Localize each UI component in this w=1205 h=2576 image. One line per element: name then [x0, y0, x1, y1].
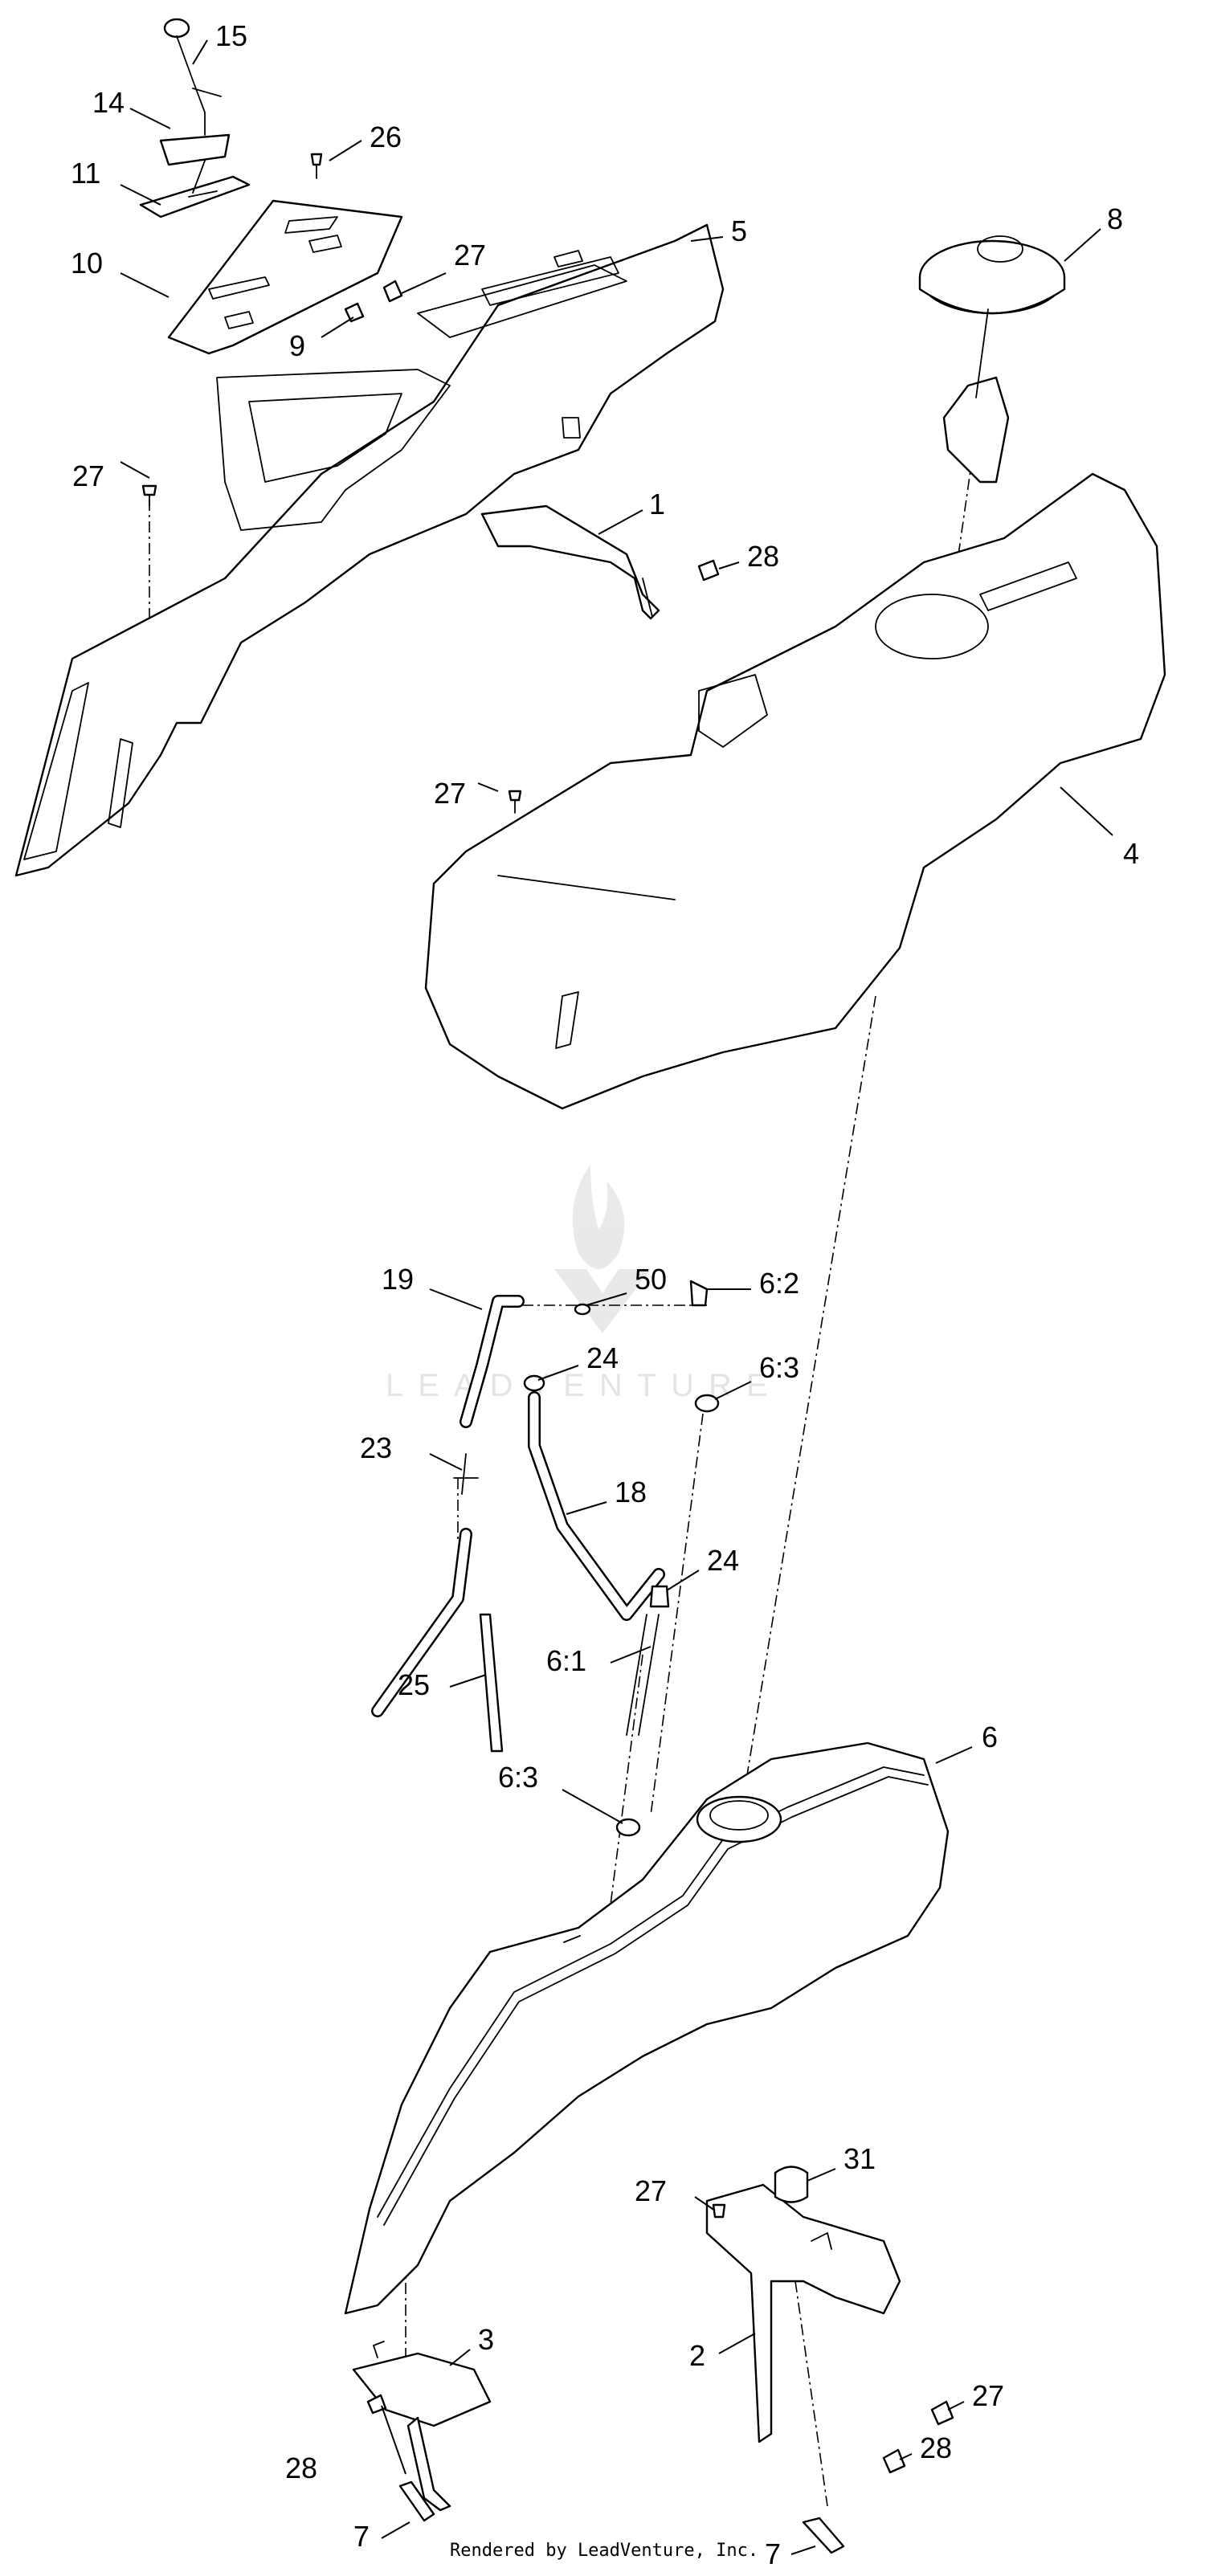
shroud: [424, 472, 1166, 1110]
callout-28: 28: [920, 2431, 952, 2464]
callout-23: 23: [360, 1431, 392, 1464]
callout-27: 27: [972, 2379, 1004, 2412]
callout-26: 26: [370, 120, 402, 153]
callout-11: 11: [71, 157, 100, 190]
callout-9: 9: [289, 329, 305, 362]
decal-11: [139, 175, 251, 218]
callout-3: 3: [478, 2323, 494, 2356]
callout-7: 7: [765, 2537, 781, 2570]
callout-19: 19: [382, 1263, 414, 1296]
callout-6-3: 6:3: [759, 1351, 799, 1384]
callout-4: 4: [1123, 837, 1139, 870]
callout-25: 25: [398, 1668, 430, 1701]
footer-credit: Rendered by LeadVenture, Inc.: [450, 2541, 759, 2561]
fasteners-bottom: [366, 2203, 954, 2474]
callout-6-2: 6:2: [759, 1267, 799, 1300]
leader-lines: [120, 39, 1113, 2555]
callout-27: 27: [635, 2174, 667, 2207]
callout-15: 15: [215, 19, 247, 52]
bracket-2: [705, 2183, 901, 2443]
callout-18: 18: [615, 1476, 647, 1508]
bracket-3: [352, 2341, 492, 2512]
callout-6-1: 6:1: [546, 1644, 586, 1677]
callout-50: 50: [635, 1263, 667, 1296]
callout-6: 6: [982, 1721, 998, 1753]
lever-14-15: [159, 18, 231, 194]
callout-28: 28: [747, 540, 779, 573]
bumper-31: [774, 2166, 809, 2203]
callout-7: 7: [353, 2520, 370, 2553]
callout-8: 8: [1107, 202, 1123, 235]
watermark-text: LEADVENTURE: [386, 1368, 782, 1403]
callout-27: 27: [434, 777, 466, 810]
fuel-lines: [371, 1280, 720, 1837]
watermark: LEADVENTURE: [386, 1165, 782, 1403]
callout-2: 2: [689, 2339, 705, 2372]
fasteners-top: [141, 153, 720, 814]
callout-27: 27: [454, 239, 486, 271]
fuel-cap-8: [918, 235, 1066, 484]
callout-labels: 15 14 26 11 10 27 9 5 8 27 1 28 4 27 19 …: [71, 19, 1139, 2570]
callout-10: 10: [71, 247, 103, 280]
callout-24: 24: [586, 1341, 619, 1374]
plate-10: [167, 199, 403, 355]
callout-14: 14: [92, 86, 125, 119]
callout-6-3: 6:3: [498, 1761, 538, 1794]
fuel-tank-6: [344, 1741, 950, 2315]
callout-28: 28: [285, 2451, 317, 2484]
assembly-lines: [149, 414, 979, 2507]
callout-31: 31: [844, 2142, 876, 2175]
callout-24: 24: [707, 1544, 739, 1577]
clip-7: [398, 2480, 845, 2554]
callout-5: 5: [731, 214, 747, 247]
callout-27: 27: [72, 459, 104, 492]
bracket-1: [480, 504, 660, 620]
callout-1: 1: [649, 488, 665, 521]
upper-console: [14, 223, 725, 877]
